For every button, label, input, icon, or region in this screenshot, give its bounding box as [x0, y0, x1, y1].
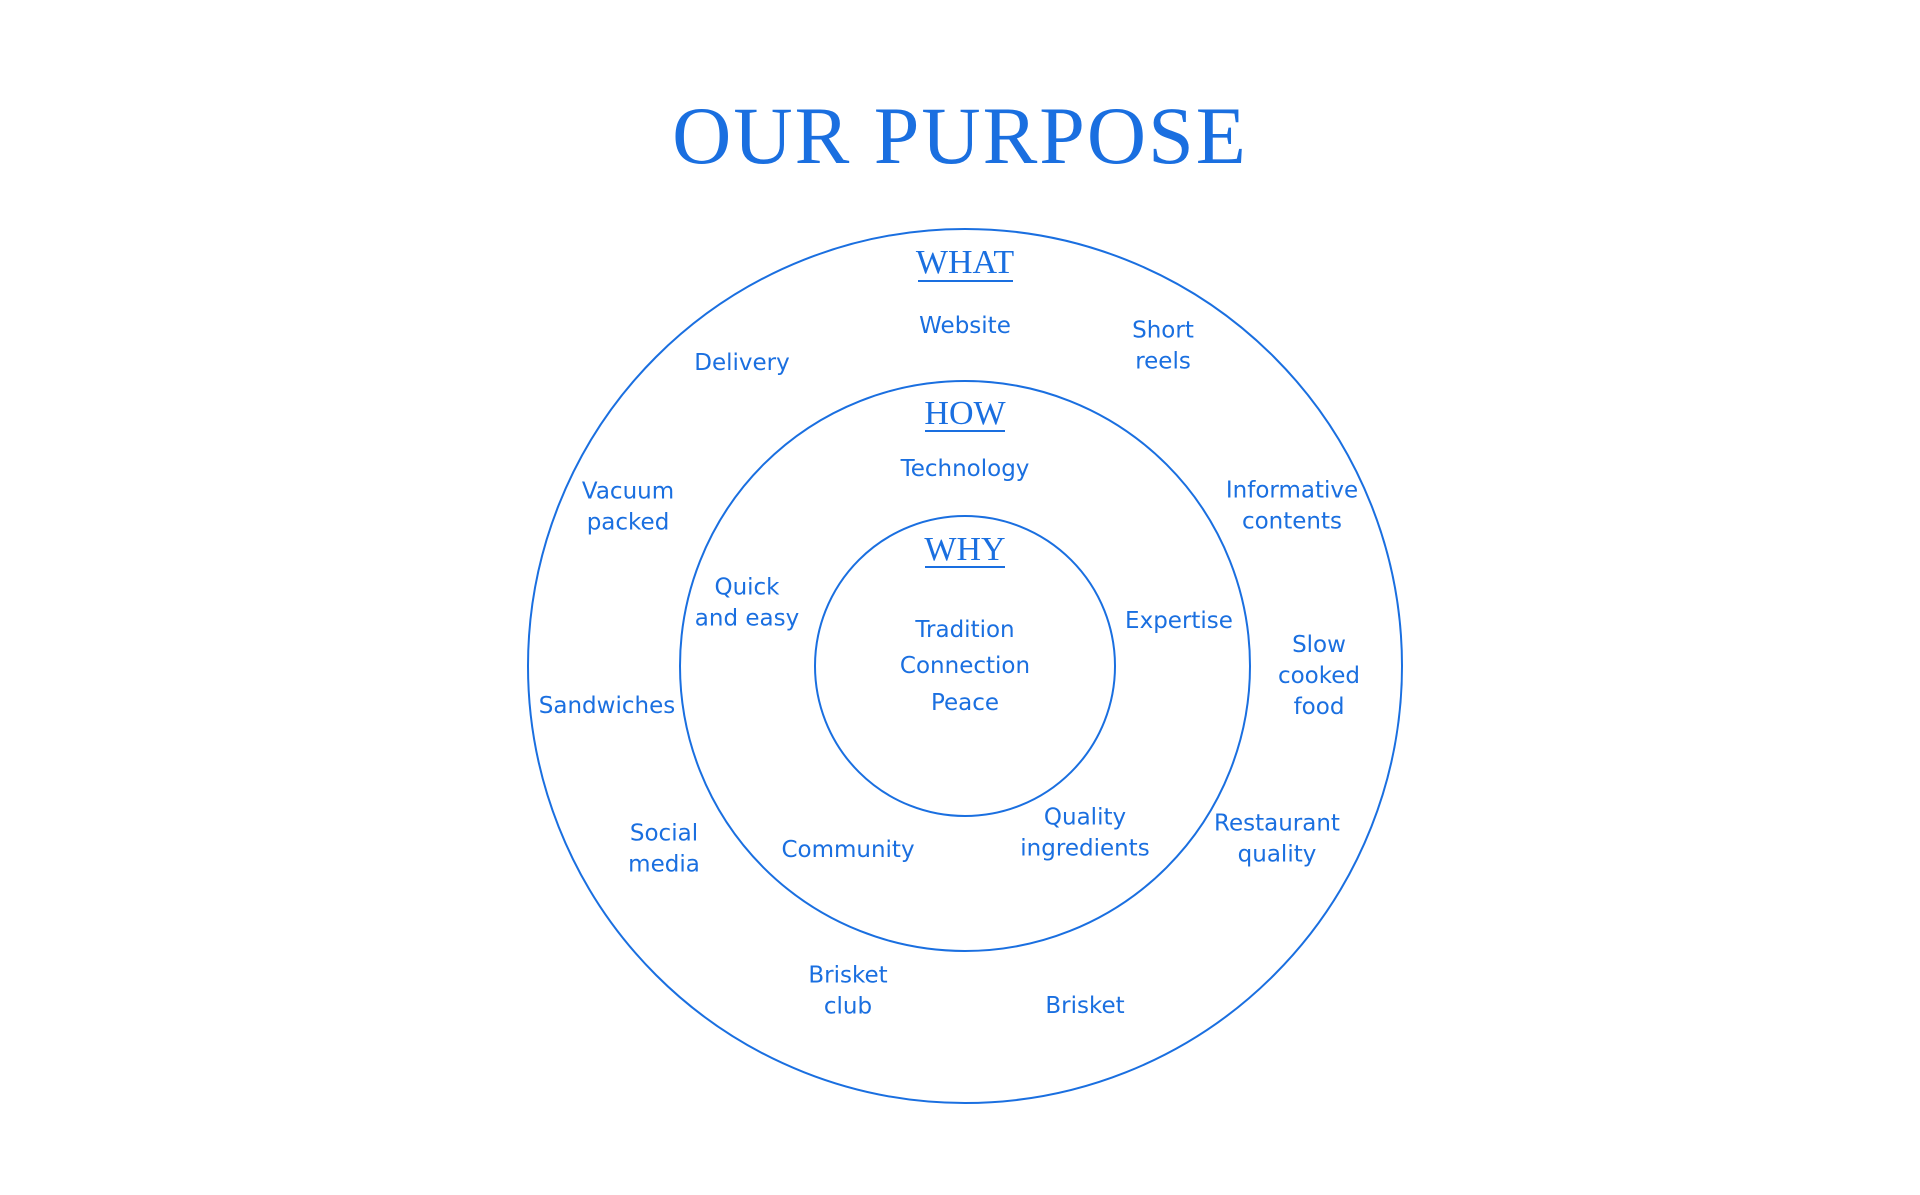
how-item-label: Quick: [714, 575, 780, 601]
how-heading: HOW: [924, 395, 1006, 432]
what-item-label: Delivery: [694, 350, 789, 376]
what-item-label: club: [824, 994, 872, 1020]
how-item-label: Technology: [900, 456, 1030, 482]
why-item-label: Tradition: [914, 617, 1014, 643]
how-ring: [679, 380, 1251, 952]
page-title: OUR PURPOSE: [672, 90, 1248, 181]
how-item-label: Community: [781, 837, 914, 863]
what-item-label: packed: [587, 510, 670, 536]
what-ring: [527, 228, 1403, 1104]
why-item-label: Connection: [900, 653, 1030, 679]
how-item-label: and easy: [695, 606, 799, 632]
what-heading: WHAT: [916, 244, 1014, 281]
why-item-label: Peace: [931, 690, 999, 716]
what-item-label: Social: [630, 821, 698, 847]
what-item-label: Slow: [1292, 632, 1346, 658]
what-item-label: Sandwiches: [539, 693, 675, 719]
how-item-label: ingredients: [1020, 836, 1149, 862]
why-ring: [814, 515, 1116, 817]
what-item-label: media: [628, 852, 700, 878]
how-item-label: Quality: [1044, 805, 1126, 831]
what-item-label: food: [1294, 694, 1345, 720]
what-item-label: reels: [1135, 349, 1191, 375]
why-heading: WHY: [924, 531, 1005, 568]
what-item-label: Short: [1132, 318, 1194, 344]
what-item-label: Informative: [1226, 478, 1358, 504]
what-item-label: quality: [1238, 842, 1317, 868]
what-item-label: Website: [919, 313, 1011, 339]
what-item-label: contents: [1242, 509, 1342, 535]
what-item-label: cooked: [1278, 663, 1360, 689]
what-item-label: Restaurant: [1214, 811, 1340, 837]
what-item-label: Vacuum: [582, 479, 674, 505]
what-item-label: Brisket: [1045, 993, 1124, 1019]
how-item-label: Expertise: [1125, 608, 1233, 634]
what-item-label: Brisket: [808, 963, 887, 989]
